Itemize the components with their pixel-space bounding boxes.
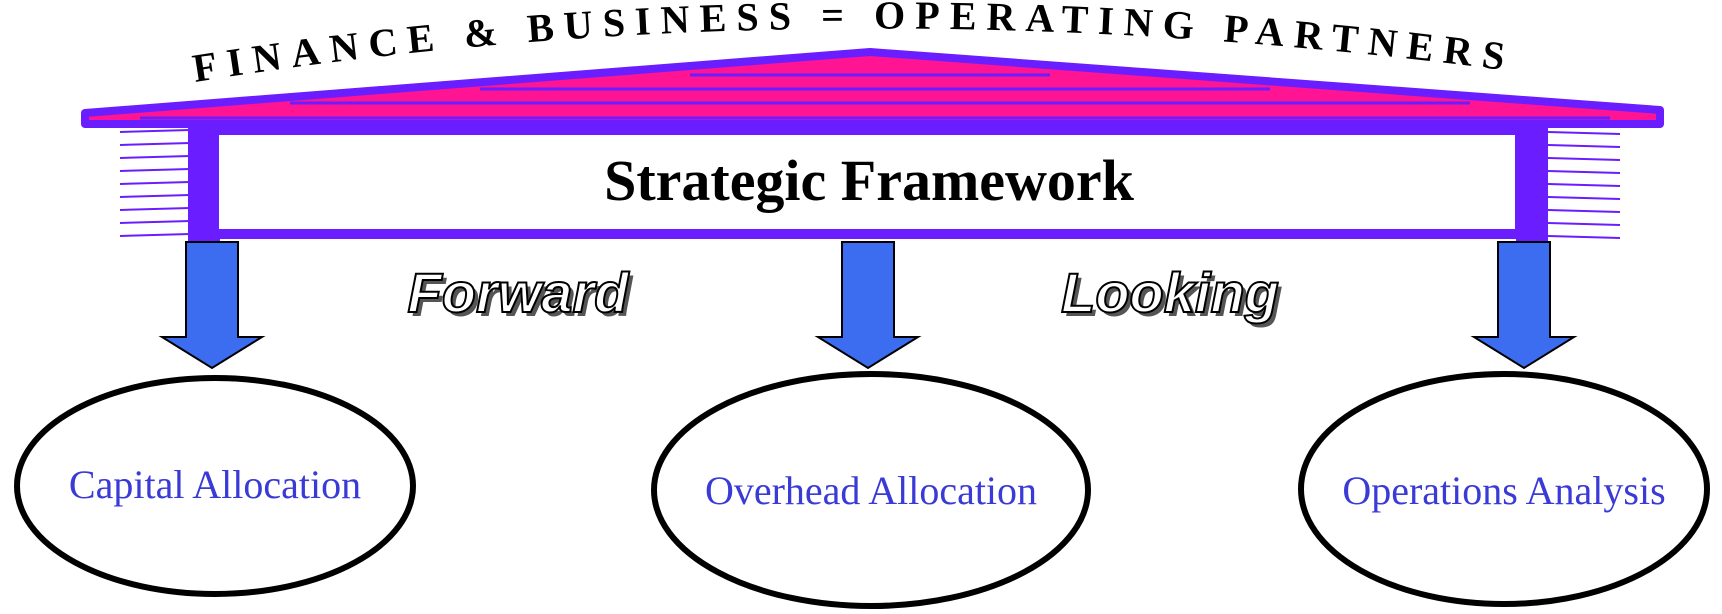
node-overhead-allocation: Overhead Allocation: [651, 371, 1091, 609]
arrow-left: [158, 241, 266, 370]
left-eave-lines: [119, 129, 191, 237]
framework-title: Strategic Framework: [604, 148, 1135, 213]
svg-text:Looking: Looking: [1065, 265, 1283, 328]
svg-text:Looking: Looking: [1061, 261, 1279, 324]
node-operations-analysis: Operations Analysis: [1298, 371, 1710, 607]
tagline-looking: Looking Looking: [1060, 260, 1283, 328]
node-label: Operations Analysis: [1342, 468, 1665, 513]
tagline-forward: Forward Forward: [407, 260, 635, 328]
svg-text:Forward: Forward: [412, 265, 635, 328]
arrow-right: [1470, 241, 1578, 370]
roof: [81, 48, 1664, 128]
svg-text:Forward: Forward: [408, 261, 631, 324]
node-label: Overhead Allocation: [705, 468, 1037, 513]
right-eave-lines: [1547, 131, 1621, 239]
arrow-middle: [814, 241, 922, 370]
node-capital-allocation: Capital Allocation: [14, 375, 416, 597]
node-label: Capital Allocation: [69, 462, 361, 507]
framework-frame: [188, 124, 1548, 242]
